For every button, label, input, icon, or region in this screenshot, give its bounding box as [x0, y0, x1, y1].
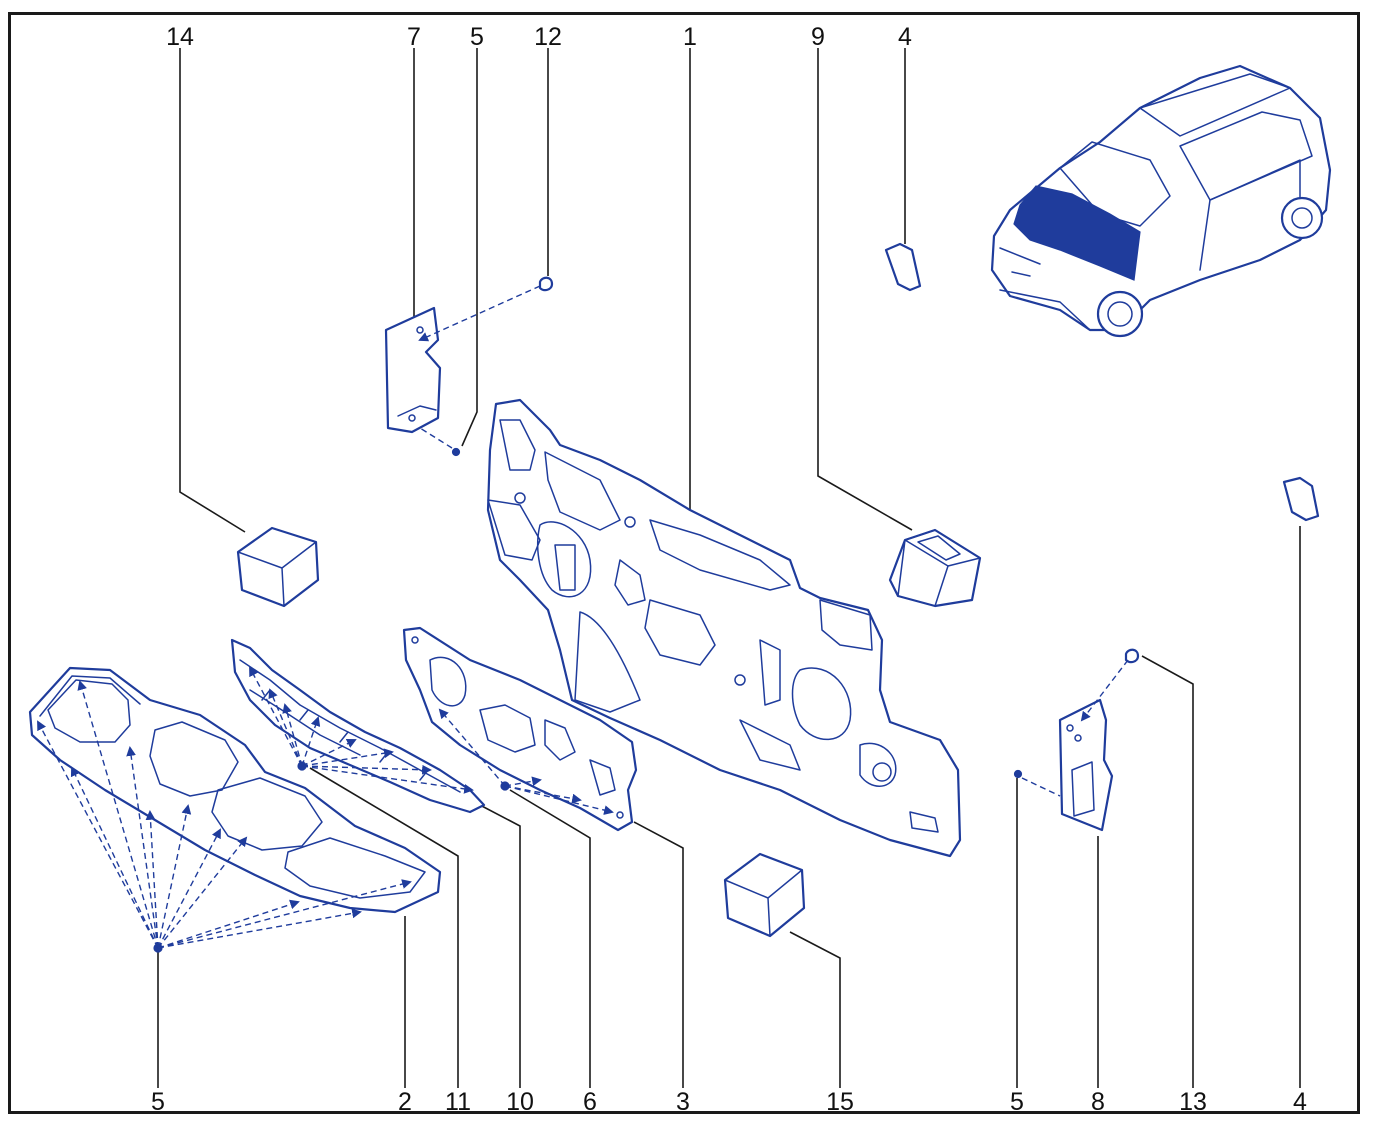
- part-10-seal-strip: [230, 638, 486, 814]
- part-7-bracket: [384, 306, 442, 434]
- leader-5-top: [461, 48, 478, 447]
- dash-panel-highlight: [1013, 185, 1141, 281]
- callout-13: 13: [1179, 1088, 1207, 1116]
- callout-6: 6: [583, 1088, 597, 1116]
- part-11-clip: [249, 666, 474, 794]
- callout-8: 8: [1091, 1088, 1105, 1116]
- leader-6: [509, 789, 591, 1088]
- part-2-insulator-panel: [28, 666, 442, 914]
- part-8-bracket: [1058, 698, 1114, 832]
- callout-15: 15: [826, 1088, 854, 1116]
- callout-labels: 14 7 5 12 1 9 4 5 2 11 10 6 3 15 5 8 13 …: [151, 23, 1307, 1116]
- part-14-foam-cube: [236, 526, 320, 608]
- part-5-clip-right: [1013, 769, 1061, 797]
- callout-9: 9: [811, 23, 825, 51]
- part-3-middle-panel: [402, 626, 638, 832]
- part-15-foam-cube: [723, 852, 806, 938]
- callout-12: 12: [534, 23, 562, 51]
- callout-5-top: 5: [470, 23, 484, 51]
- vehicle-location-illustration: [990, 64, 1332, 338]
- part-1-main-dash-panel: [486, 398, 962, 858]
- diagram-frame: [8, 12, 1360, 1114]
- part-12-clip: [418, 276, 554, 342]
- part-9-insulator-block: [888, 528, 982, 608]
- leader-11: [309, 767, 459, 1088]
- part-5-clip-top: [419, 427, 461, 457]
- callout-1: 1: [683, 23, 697, 51]
- callout-4-right: 4: [1293, 1088, 1307, 1116]
- part-5-clip-left: [37, 680, 412, 953]
- callout-3: 3: [676, 1088, 690, 1116]
- callout-2: 2: [398, 1088, 412, 1116]
- callout-10: 10: [506, 1088, 534, 1116]
- leader-lines: [157, 48, 1301, 1088]
- part-13-clip: [1080, 648, 1140, 722]
- part-6-clip: [438, 708, 614, 815]
- callout-4-top: 4: [898, 23, 912, 51]
- leader-14: [179, 48, 246, 533]
- callout-5-bottom-left: 5: [151, 1088, 165, 1116]
- leader-10: [477, 803, 521, 1088]
- callout-7: 7: [407, 23, 421, 51]
- leader-15: [789, 931, 841, 1088]
- part-4-pad-right: [1282, 476, 1320, 522]
- callout-14: 14: [166, 23, 194, 51]
- callout-11: 11: [445, 1088, 471, 1116]
- leader-3: [633, 821, 684, 1088]
- leader-9: [817, 48, 913, 531]
- callout-5-bottom-right: 5: [1010, 1088, 1024, 1116]
- leader-13: [1141, 655, 1194, 1088]
- part-4-pad-top: [884, 242, 922, 292]
